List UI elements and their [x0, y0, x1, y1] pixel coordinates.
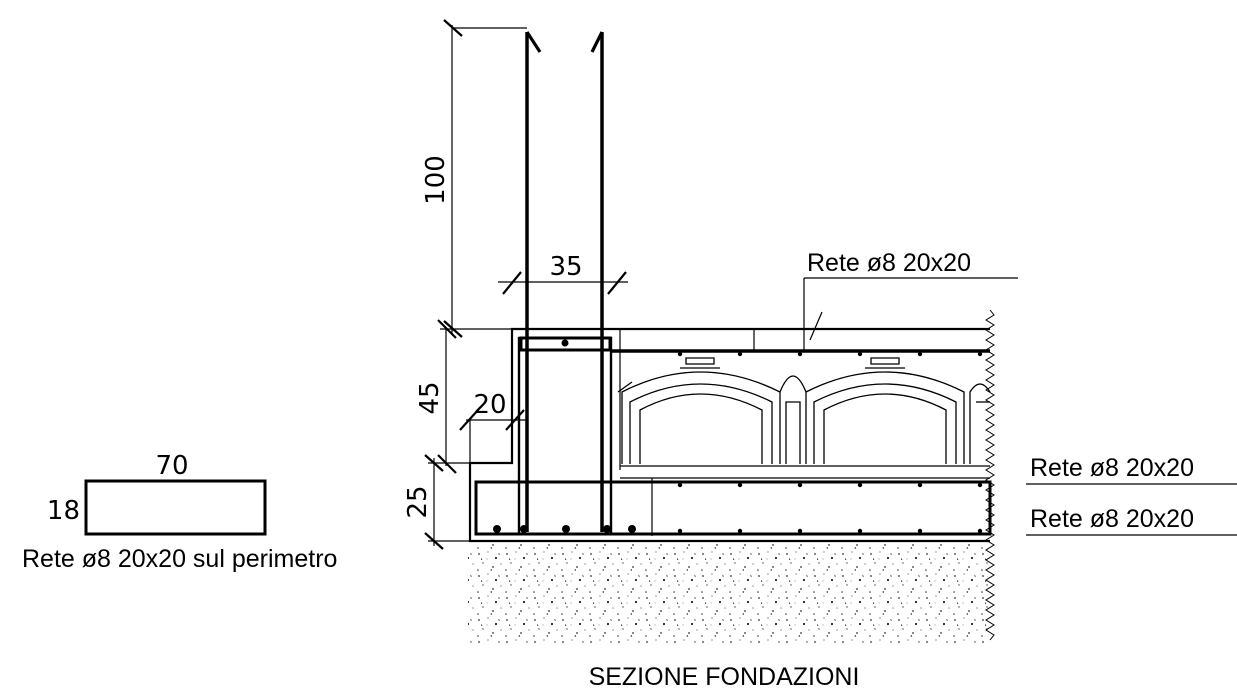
dim-step-label: 20: [473, 390, 506, 420]
igloo-formwork: [617, 357, 991, 464]
dimension-step: [459, 409, 527, 463]
leader-top-mesh: [803, 277, 1018, 350]
concrete-outline: [468, 327, 990, 543]
detail-section-rect: [84, 479, 267, 536]
dimension-wall-height: [443, 19, 527, 338]
base-rebar: [474, 480, 992, 536]
dim-slab-thickness-label: 45: [415, 381, 445, 414]
dim-wall-height-label: 100: [421, 155, 451, 205]
drawing-title: SEZIONE FONDAZIONI: [589, 663, 860, 690]
dim-base-thickness-label: 25: [403, 485, 433, 518]
break-line: [985, 309, 995, 641]
detail-width-label: 70: [155, 451, 188, 481]
wall-rebar: [517, 31, 613, 536]
slab-rebar-top: [610, 349, 990, 357]
dimension-base-thickness: [424, 454, 470, 550]
ground-gravel: [468, 543, 990, 645]
note-top-mesh: Rete ø8 20x20: [807, 249, 971, 277]
dimension-wall-width: [498, 271, 628, 295]
note-bottom-mesh: Rete ø8 20x20: [1030, 505, 1194, 533]
note-middle-mesh: Rete ø8 20x20: [1030, 454, 1194, 482]
detail-caption: Rete ø8 20x20 sul perimetro: [22, 545, 337, 573]
detail-height-label: 18: [47, 496, 80, 526]
dim-wall-width-label: 35: [549, 252, 582, 282]
dimension-slab-thickness: [437, 319, 512, 474]
